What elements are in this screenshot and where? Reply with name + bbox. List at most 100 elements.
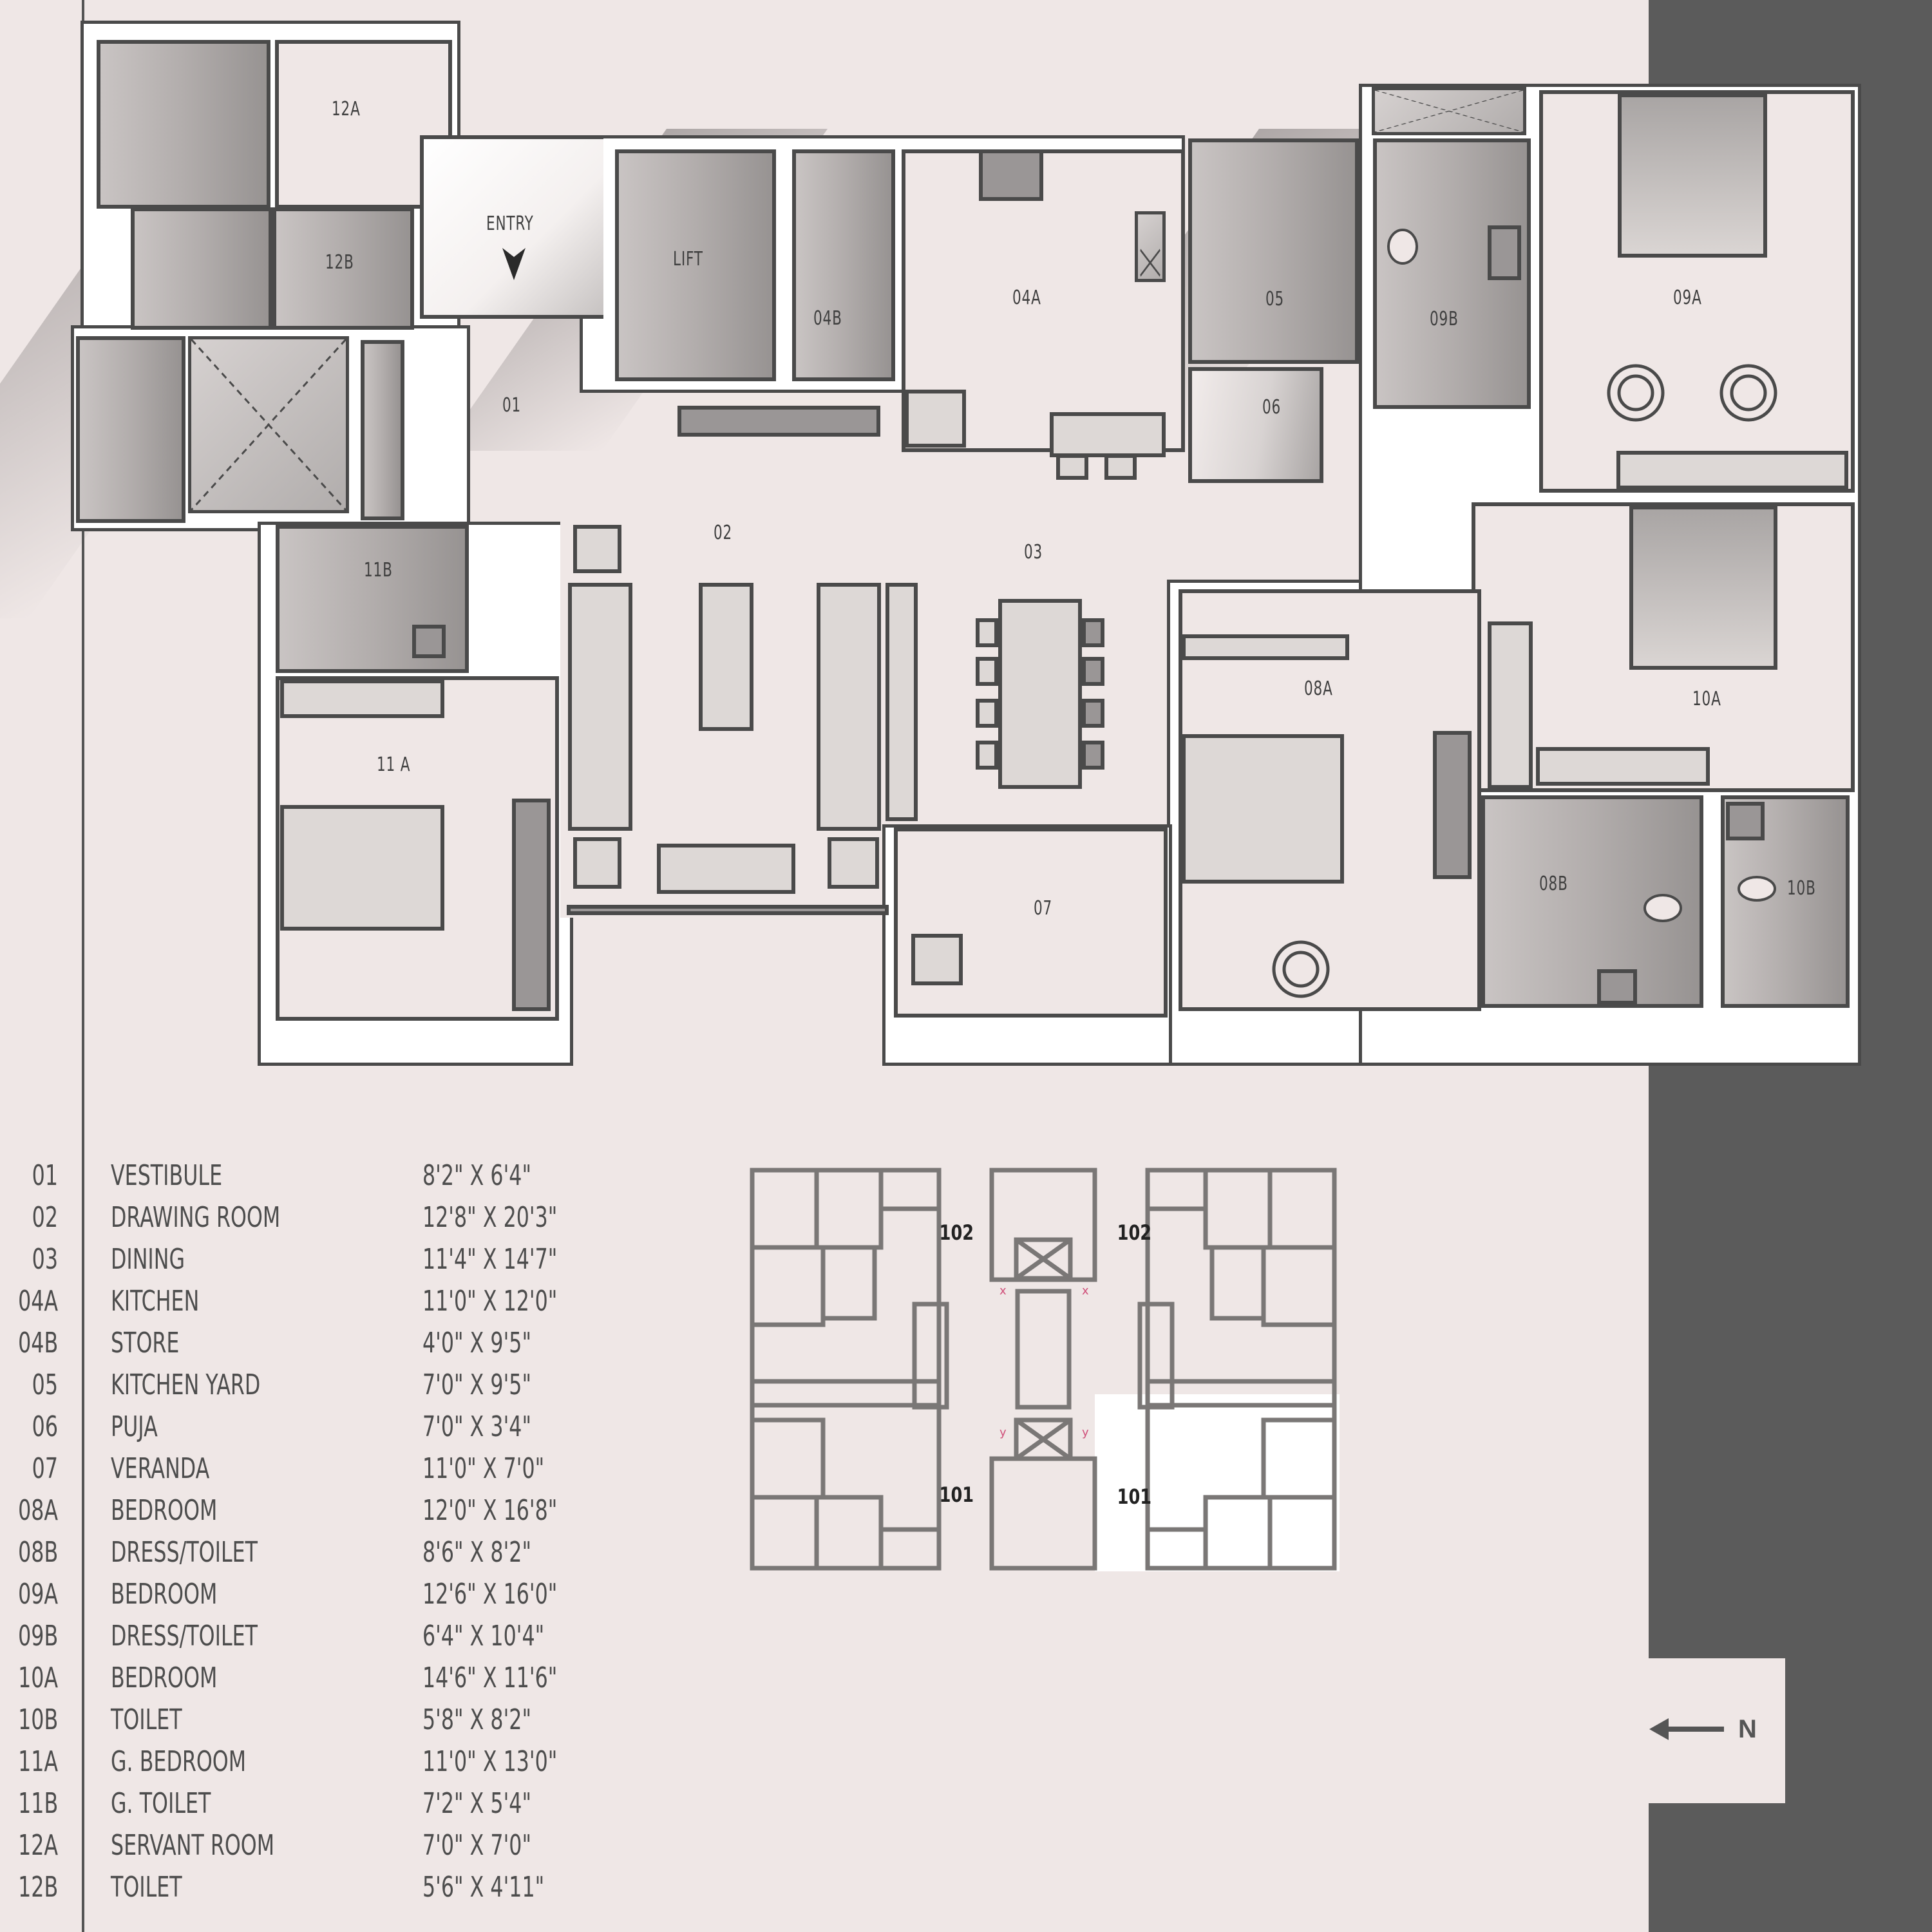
- north-label: N: [1738, 1714, 1757, 1743]
- legend-name: DRESS/TOILET: [111, 1536, 258, 1569]
- room-label-10a: 10A: [1692, 688, 1721, 710]
- legend-dimension: 7'0" X 3'4": [422, 1410, 532, 1443]
- legend-code: 09B: [17, 1620, 58, 1653]
- planter: [911, 934, 963, 985]
- side-table: [573, 837, 621, 889]
- legend-code: 01: [32, 1159, 58, 1192]
- breakfast-counter: [1050, 412, 1166, 457]
- chair: [1082, 699, 1104, 728]
- chair: [976, 741, 998, 770]
- legend-code: 12A: [18, 1829, 58, 1862]
- sofa: [817, 583, 881, 831]
- legend-dimension: 8'2" X 6'4": [422, 1159, 532, 1192]
- north-indicator: N: [1649, 1713, 1768, 1745]
- sink-icon: [1135, 211, 1166, 282]
- legend-dimension: 7'0" X 9'5": [422, 1368, 532, 1401]
- legend-row: 02 DRAWING ROOM 12'8" X 20'3": [0, 1201, 618, 1240]
- legend-code: 02: [32, 1201, 58, 1234]
- entry-area[interactable]: [420, 135, 603, 319]
- legend-code: 08B: [17, 1536, 58, 1569]
- toilet-icon: [1738, 876, 1776, 902]
- legend-code: 11A: [18, 1745, 58, 1778]
- legend-name: STORE: [111, 1327, 180, 1359]
- legend-name: DRAWING ROOM: [111, 1201, 281, 1234]
- legend-dimension: 4'0" X 9'5": [422, 1327, 532, 1359]
- legend-dimension: 11'0" X 13'0": [422, 1745, 558, 1778]
- room-label-11b: 11B: [364, 559, 393, 582]
- armchair-icon: [1719, 364, 1777, 422]
- key-plan-unit-label: 102: [1117, 1220, 1152, 1245]
- legend-name: BEDROOM: [111, 1578, 218, 1611]
- legend-code: 04B: [17, 1327, 58, 1359]
- room-label-06: 06: [1262, 396, 1282, 419]
- legend-dimension: 8'6" X 8'2": [422, 1536, 532, 1569]
- lift: [615, 149, 776, 381]
- armchair-icon: [1607, 364, 1665, 422]
- legend-name: BEDROOM: [111, 1494, 218, 1527]
- sliding-door: [567, 905, 889, 915]
- legend-name: DINING: [111, 1243, 185, 1276]
- room-06: [1188, 367, 1323, 483]
- dresser: [1536, 747, 1710, 786]
- legend-code: 09A: [18, 1578, 58, 1611]
- side-table: [573, 525, 621, 573]
- key-plan-unit-label: 101: [939, 1482, 974, 1507]
- bed: [1618, 93, 1767, 258]
- room-12b-shower: [131, 207, 272, 330]
- svg-text:x: x: [1082, 1284, 1089, 1298]
- console-unit: [677, 406, 880, 437]
- room-label-02: 02: [714, 522, 733, 544]
- room-label-05: 05: [1265, 288, 1285, 310]
- north-arrow-shaft: [1649, 1718, 1724, 1740]
- arrow-left-icon: [1649, 1718, 1669, 1740]
- sofa: [568, 583, 632, 831]
- wardrobe: [280, 679, 444, 718]
- room-label-12a: 12A: [332, 98, 361, 120]
- basin-icon: [412, 625, 446, 658]
- kitchen-cabinet: [905, 390, 966, 448]
- legend-code: 10B: [17, 1703, 58, 1736]
- legend-dimension: 6'4" X 10'4": [422, 1620, 545, 1653]
- crockery-unit: [886, 583, 918, 821]
- legend-code: 12B: [17, 1871, 58, 1904]
- room-label-10b: 10B: [1787, 877, 1816, 900]
- duct-shaft: [1372, 87, 1526, 135]
- chair: [976, 699, 998, 728]
- key-plan-unit-label: 102: [939, 1220, 974, 1245]
- coffee-table: [699, 583, 753, 731]
- legend-code: 04A: [18, 1285, 58, 1318]
- room-label-12b: 12B: [325, 251, 354, 274]
- room-12b: [272, 207, 414, 330]
- bed: [280, 805, 444, 931]
- toilet-icon: [1643, 894, 1682, 922]
- legend-name: G. TOILET: [111, 1787, 211, 1820]
- legend-name: PUJA: [111, 1410, 158, 1443]
- legend-code: 07: [32, 1452, 58, 1485]
- legend-code: 10A: [18, 1662, 58, 1694]
- chair: [1082, 741, 1104, 770]
- legend-name: G. BEDROOM: [111, 1745, 247, 1778]
- chair: [1082, 657, 1104, 686]
- room-label-03: 03: [1024, 541, 1043, 564]
- legend-name: BEDROOM: [111, 1662, 218, 1694]
- legend-row: 10A BEDROOM 14'6" X 11'6": [0, 1662, 618, 1700]
- legend-dimension: 12'8" X 20'3": [422, 1201, 558, 1234]
- entry-label: ENTRY: [486, 213, 534, 235]
- legend-dimension: 5'6" X 4'11": [422, 1871, 545, 1904]
- entry-arrow-icon: [502, 248, 526, 280]
- legend-dimension: 14'6" X 11'6": [422, 1662, 558, 1694]
- basin-icon: [1726, 802, 1765, 840]
- room-label-04a: 04A: [1012, 287, 1041, 309]
- legend-code: 05: [32, 1368, 58, 1401]
- legend-divider: [82, 0, 84, 1932]
- utility-duct: [361, 340, 404, 520]
- stool: [1056, 454, 1088, 480]
